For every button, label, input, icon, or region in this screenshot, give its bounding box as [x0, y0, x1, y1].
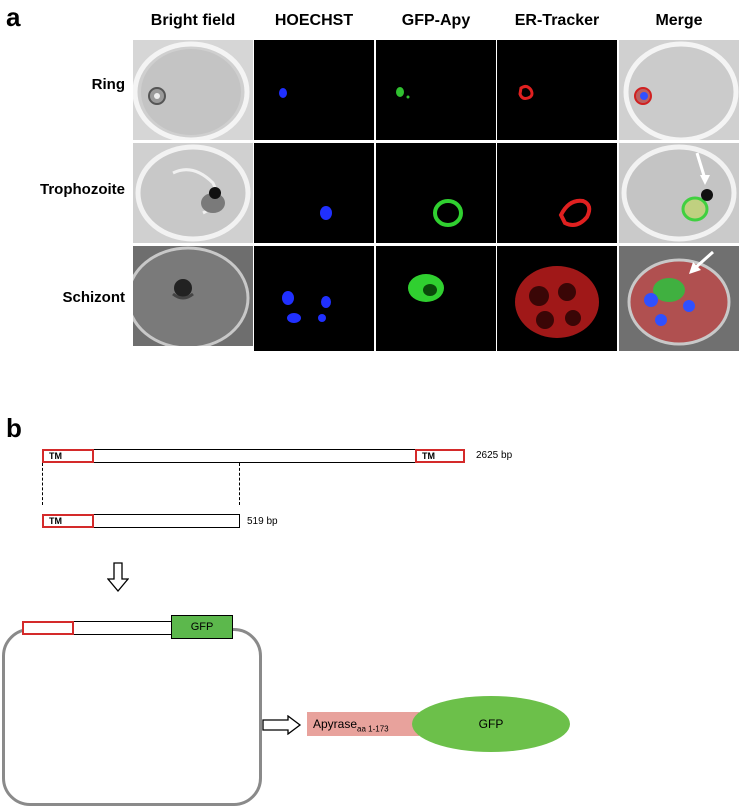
fragment-construct-bar: TM — [42, 514, 240, 528]
apyrase-subscript: aa 1-173 — [357, 724, 389, 734]
apyrase-label: Apyrase — [313, 717, 358, 731]
column-header-bright-field: Bright field — [150, 12, 236, 29]
micrograph-schizont-bright-field — [133, 246, 253, 346]
micrograph-schizont-hoechst — [254, 246, 374, 351]
full-length-size-label: 2625 bp — [476, 450, 513, 461]
down-arrow-icon — [107, 562, 129, 592]
right-arrow-icon — [262, 715, 302, 735]
column-header-gfp-apy: GFP-Apy — [401, 12, 471, 29]
micrograph-trophozoite-hoechst — [254, 143, 374, 243]
full-length-construct-bar: TM TM — [42, 449, 465, 463]
tm-domain-left: TM — [42, 449, 94, 463]
micrograph-schizont-gfp — [376, 246, 496, 351]
row-label-ring: Ring — [91, 76, 125, 93]
panel-b-letter: b — [6, 413, 22, 443]
micrograph-trophozoite-merge — [619, 143, 739, 243]
micrograph-trophozoite-er-tracker — [497, 143, 617, 243]
micrograph-ring-merge — [619, 40, 739, 140]
plasmid-apyrase-segment — [74, 621, 172, 635]
micrograph-ring-bright-field — [133, 40, 253, 140]
column-header-er-tracker: ER-Tracker — [514, 12, 600, 29]
row-label-trophozoite: Trophozoite — [40, 181, 125, 198]
tm-domain-fragment: TM — [42, 514, 94, 528]
plasmid-gfp-box: GFP — [171, 615, 233, 639]
micrograph-trophozoite-bright-field — [133, 143, 253, 243]
plasmid-tm-segment — [22, 621, 74, 635]
micrograph-ring-hoechst — [254, 40, 374, 140]
row-label-schizont: Schizont — [62, 289, 126, 306]
column-header-merge: Merge — [655, 12, 703, 29]
micrograph-schizont-merge — [619, 246, 739, 351]
panel-a-letter: a — [6, 2, 21, 32]
micrograph-ring-er-tracker — [497, 40, 617, 140]
micrograph-schizont-er-tracker — [497, 246, 617, 351]
gfp-fusion-ellipse: GFP — [412, 696, 570, 752]
micrograph-ring-gfp — [376, 40, 496, 140]
dashed-guide-right — [239, 463, 240, 505]
tm-domain-right: TM — [415, 449, 465, 463]
plasmid-outline — [2, 628, 262, 806]
micrograph-trophozoite-gfp — [376, 143, 496, 243]
fragment-size-label: 519 bp — [247, 516, 278, 527]
column-header-hoechst: HOECHST — [274, 12, 354, 29]
apyrase-fusion-segment: Apyraseaa 1-173 — [307, 712, 419, 736]
dashed-guide-left — [42, 463, 43, 505]
